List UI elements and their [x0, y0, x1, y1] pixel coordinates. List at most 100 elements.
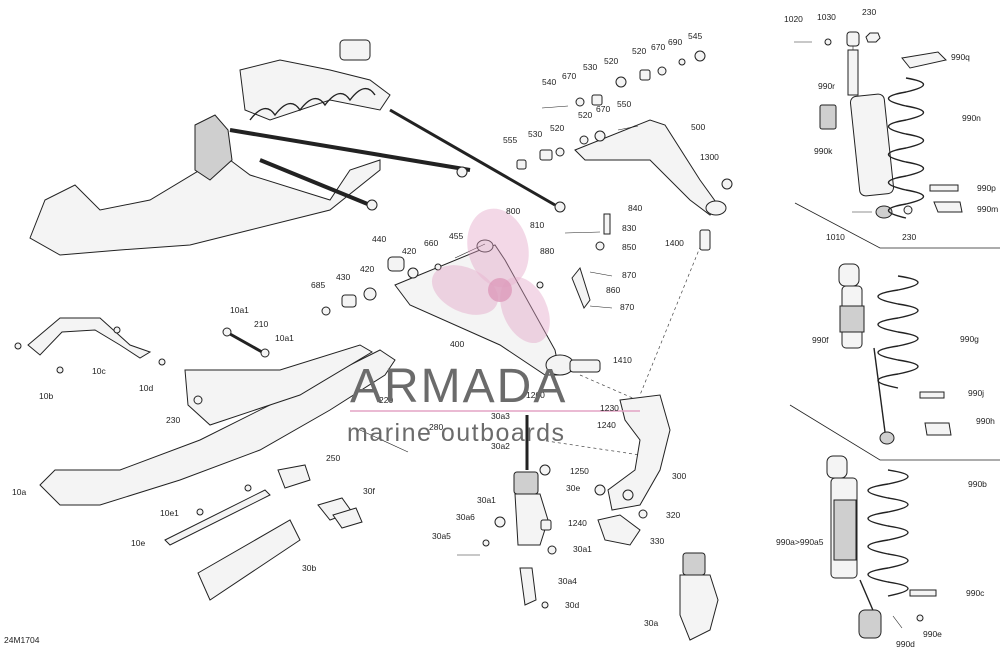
callout: 10a — [12, 487, 26, 497]
callout: 30f — [363, 486, 375, 496]
callout: 250 — [326, 453, 340, 463]
callout: 840 — [628, 203, 642, 213]
callout: 400 — [450, 339, 464, 349]
panel-dividers — [789, 202, 1000, 461]
callout: 230 — [166, 415, 180, 425]
callout: 555 — [503, 135, 517, 145]
callout: 30a5 — [432, 531, 451, 541]
callout: 1020 — [784, 14, 803, 24]
callout: 230 — [902, 232, 916, 242]
callout: 990j — [968, 388, 984, 398]
callout: 330 — [650, 536, 664, 546]
callout: 1250 — [570, 466, 589, 476]
callout: 860 — [606, 285, 620, 295]
callout: 30a2 — [491, 441, 510, 451]
spindle — [594, 394, 671, 511]
callout: 420 — [402, 246, 416, 256]
callout: 990g — [960, 334, 979, 344]
callout: 990k — [814, 146, 833, 156]
callout: 420 — [360, 264, 374, 274]
callout: 1240 — [568, 518, 587, 528]
callout: 810 — [530, 220, 544, 230]
callout: 220 — [379, 395, 393, 405]
callout-labels: 1020 1030 230 990q 990r 990n 990k 990p 9… — [12, 7, 998, 649]
callout: 10d — [139, 383, 153, 393]
middle-shock-assembly — [838, 263, 952, 445]
callout: 500 — [691, 122, 705, 132]
spindle-lower-parts — [597, 509, 648, 546]
callout: 990d — [896, 639, 915, 649]
callout: 545 — [688, 31, 702, 41]
callout: 990m — [977, 204, 998, 214]
callout: 30a3 — [491, 411, 510, 421]
callout: 990e — [923, 629, 942, 639]
bracket-hardware — [536, 213, 613, 310]
callout: 30a4 — [558, 576, 577, 586]
callout: 230 — [862, 7, 876, 17]
callout: 670 — [596, 104, 610, 114]
callout: 10e — [131, 538, 145, 548]
watermark-brand: ARMADA — [350, 360, 567, 413]
a-arm-hardware — [516, 50, 706, 170]
callout: 1200 — [526, 390, 545, 400]
callout: 30a1 — [477, 495, 496, 505]
callout: 300 — [672, 471, 686, 481]
watermark-tagline: marine outboards — [347, 419, 566, 447]
callout: 990n — [962, 113, 981, 123]
callout: 10c — [92, 366, 106, 376]
ski-bushing-210 — [222, 327, 270, 358]
callout: 455 — [449, 231, 463, 241]
watermark-logo — [350, 208, 640, 412]
upper-a-arm — [574, 119, 733, 216]
callout: 530 — [528, 129, 542, 139]
callout: 1230 — [600, 403, 619, 413]
callout: 30e — [566, 483, 580, 493]
callout: 1030 — [817, 12, 836, 22]
callout: 530 — [583, 62, 597, 72]
callout: 280 — [429, 422, 443, 432]
callout: 30b — [302, 563, 316, 573]
callout: 440 — [372, 234, 386, 244]
callout: 670 — [651, 42, 665, 52]
tie-rod-guides — [539, 229, 711, 456]
callout: 10e1 — [160, 508, 179, 518]
callout: 10b — [39, 391, 53, 401]
ski-handle — [14, 317, 166, 374]
callout: 990b — [968, 479, 987, 489]
callout: 660 — [424, 238, 438, 248]
callout: 990h — [976, 416, 995, 426]
ski-leg-column — [457, 415, 557, 609]
callout: 30d — [565, 600, 579, 610]
callout: 690 — [668, 37, 682, 47]
lower-arm-hardware — [321, 256, 442, 316]
callout: 1240 — [597, 420, 616, 430]
callout: 670 — [562, 71, 576, 81]
callout: 990r — [818, 81, 835, 91]
callout: 880 — [540, 246, 554, 256]
callout: 1410 — [613, 355, 632, 365]
callout: 990p — [977, 183, 996, 193]
callout: 10a1 — [275, 333, 294, 343]
callout: 520 — [550, 123, 564, 133]
suspension-frame-assembly — [29, 39, 566, 256]
callout: 520 — [604, 56, 618, 66]
callout: 990f — [812, 335, 829, 345]
callout: 550 — [617, 99, 631, 109]
front-shock-assembly — [826, 455, 937, 639]
callout: 30a6 — [456, 512, 475, 522]
callout: 830 — [622, 223, 636, 233]
callout: 520 — [578, 110, 592, 120]
ski-leg-30a — [679, 552, 719, 641]
callout: 870 — [622, 270, 636, 280]
callout: 1400 — [665, 238, 684, 248]
ski-runner-parts — [164, 464, 363, 601]
callout: 430 — [336, 272, 350, 282]
callout: 990a>990a5 — [776, 537, 824, 547]
callout: 990c — [966, 588, 985, 598]
callout: 540 — [542, 77, 556, 87]
callout: 30a — [644, 618, 658, 628]
callout: 1010 — [826, 232, 845, 242]
callout: 10a1 — [230, 305, 249, 315]
callout: 685 — [311, 280, 325, 290]
callout: 1300 — [700, 152, 719, 162]
